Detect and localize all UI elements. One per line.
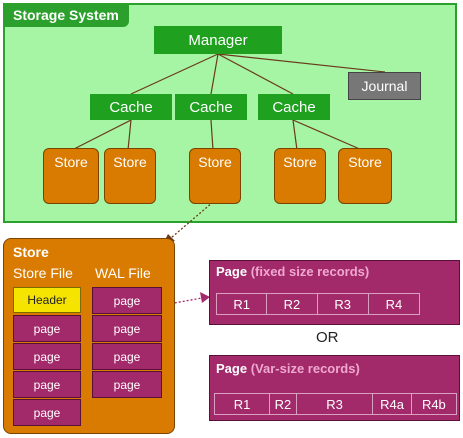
page-var-record-row: R1 R2 R3 R4a R4b	[214, 393, 457, 415]
cache1-store2-line	[127, 119, 132, 151]
cache-box: Cache	[258, 94, 330, 120]
wal-file-page-cell: page	[92, 315, 162, 342]
manager-journal-line	[217, 53, 386, 73]
manager-box: Manager	[154, 26, 282, 54]
store-file-label: Store File	[13, 265, 73, 281]
store-label: Store	[283, 154, 317, 170]
record-cell: R4a	[373, 394, 412, 414]
store-file-page-cell: page	[13, 371, 81, 398]
page-fixed-subtitle: (fixed size records)	[250, 264, 370, 279]
page-fixed-record-row: R1 R2 R3 R4	[216, 293, 420, 315]
journal-label: Journal	[361, 78, 408, 94]
page-fixed-heading: Page (fixed size records)	[216, 264, 369, 279]
store-box: Store	[189, 148, 241, 204]
store-box: Store	[338, 148, 392, 204]
wal-file-page-cell: page	[92, 343, 162, 370]
cache-label: Cache	[189, 98, 233, 116]
cache-box: Cache	[175, 94, 247, 120]
or-label: OR	[316, 329, 339, 346]
cache1-store1-line	[71, 119, 132, 151]
store-label: Store	[113, 154, 147, 170]
manager-label: Manager	[188, 31, 248, 49]
record-cell: R4	[385, 296, 403, 312]
store-file-page-cell: page	[13, 315, 81, 342]
store-label: Store	[198, 154, 232, 170]
zoom-page-line	[162, 297, 203, 306]
manager-cache1-line	[130, 53, 219, 95]
record-cell: R1	[217, 294, 268, 314]
cache-label: Cache	[272, 98, 316, 116]
store-label: Store	[348, 154, 382, 170]
wal-file-page-cell: page	[92, 371, 162, 398]
store-box: Store	[274, 148, 326, 204]
record-cell: R4b	[421, 396, 446, 412]
page-fixed-title: Page	[216, 264, 248, 279]
page-var-heading: Page (Var-size records)	[216, 361, 360, 376]
store-box: Store	[43, 148, 99, 204]
store-box: Store	[104, 148, 156, 204]
cache2-store3-line	[210, 119, 214, 151]
store-file-page-cell: page	[13, 399, 81, 426]
record-cell: R1	[215, 394, 271, 414]
manager-cache3-line	[217, 53, 294, 95]
wal-file-label: WAL File	[95, 265, 151, 281]
store-label: Store	[54, 154, 88, 170]
record-cell: R2	[267, 294, 318, 314]
zoom-store-line	[170, 201, 214, 239]
journal-box: Journal	[348, 72, 421, 100]
cache-label: Cache	[109, 98, 153, 116]
record-cell: R3	[318, 294, 369, 314]
page-var-subtitle: (Var-size records)	[250, 361, 360, 376]
cache-box: Cache	[90, 94, 172, 120]
record-cell: R2	[270, 394, 297, 414]
cache3-store5-line	[292, 119, 363, 151]
record-cell: R3	[297, 394, 374, 414]
cache3-store4-line	[292, 119, 298, 151]
page-var-title: Page	[216, 361, 248, 376]
storage-system-title: Storage System	[3, 3, 129, 27]
manager-cache2-line	[210, 53, 219, 95]
store-detail-title: Store	[13, 244, 49, 260]
store-file-header-cell: Header	[13, 287, 81, 313]
wal-file-page-cell: page	[92, 287, 162, 314]
store-file-page-cell: page	[13, 343, 81, 370]
zoom-page-arrowhead	[200, 292, 210, 303]
